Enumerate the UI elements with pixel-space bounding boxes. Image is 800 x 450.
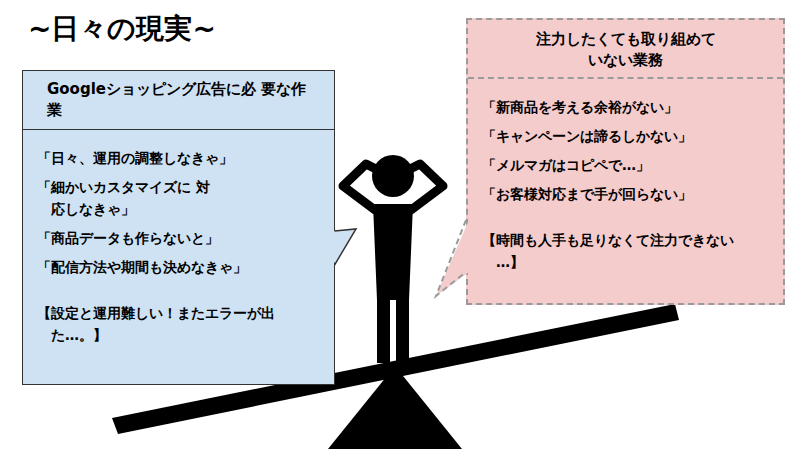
bubble-item: 「配信方法や期間も決めなきゃ」: [37, 256, 341, 278]
bubble-item: 「お客様対応まで手が回らない」: [482, 183, 786, 205]
bubble-tail: [436, 220, 470, 300]
page-title: ~日々の現実~: [28, 10, 216, 48]
speech-bubble: 注力したくても取り組めて いない業務「新商品を考える余裕がない」「キャンペーンは…: [466, 18, 785, 305]
bubble-header: Googleショッピング広告に必 要な作業: [23, 71, 334, 130]
bubble-heading: 注力したくても取り組めて いない業務: [526, 29, 726, 71]
bubble-heading: Googleショッピング広告に必 要な作業: [47, 79, 315, 121]
bubble-item: 「細かいカスタマイズに 対応しなきゃ」: [37, 176, 213, 220]
bubble-body: 「新商品を考える余裕がない」「キャンペーンは諦るしかない」「メルマガはコピペで……: [468, 79, 783, 285]
bubble-item: 「新商品を考える余裕がない」: [482, 96, 786, 118]
bubble-item: 【時間も人手も足りなくて注力できない …】: [482, 229, 761, 273]
bubble-header: 注力したくても取り組めて いない業務: [468, 20, 783, 79]
bubble-body: 「日々、運用の調整しなきゃ」「細かいカスタマイズに 対応しなきゃ」「商品データも…: [23, 130, 334, 358]
stressed-person: [343, 155, 443, 363]
bubble-tail: [333, 229, 363, 269]
bubble-item: 【設定と運用難しい！またエラーが出 た…。】: [37, 302, 301, 346]
speech-bubble: Googleショッピング広告に必 要な作業「日々、運用の調整しなきゃ」「細かいカ…: [22, 70, 335, 385]
bubble-item: 「日々、運用の調整しなきゃ」: [37, 147, 341, 169]
bubble-item: 「商品データも作らないと」: [37, 227, 341, 249]
bubble-item: 「メルマガはコピペで…」: [482, 154, 786, 176]
bubble-item: 「キャンペーンは諦るしかない」: [482, 125, 786, 147]
